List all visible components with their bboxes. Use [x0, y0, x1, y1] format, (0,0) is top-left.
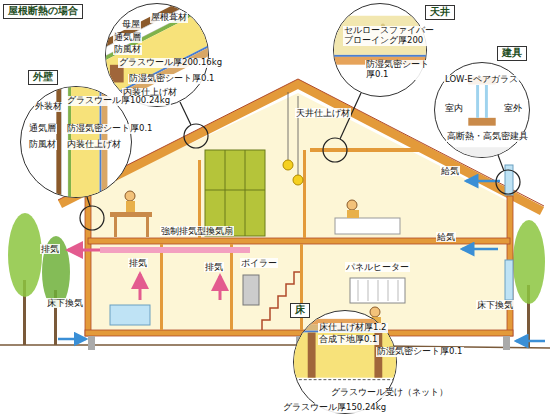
part-label: 通気層 — [28, 124, 57, 134]
ceiling-section-art — [334, 4, 426, 96]
part-label: 防風材 — [113, 45, 142, 55]
callout-label: 給気 — [436, 232, 456, 242]
section-tag: 外壁 — [28, 70, 58, 85]
detail-section — [333, 3, 427, 97]
part-label: 内装仕上げ材 — [66, 140, 122, 150]
airflow-arrows — [58, 181, 545, 341]
part-label: 床仕上げ材厚1.2 — [318, 323, 388, 333]
part-label: 合成下地厚0.1 — [318, 335, 379, 345]
part-label: 室内 — [444, 104, 464, 114]
callout-label: パネルヒーター — [345, 262, 410, 272]
detail-spots — [80, 93, 520, 230]
section-tag: 屋根断熱の場合 — [3, 4, 83, 19]
callout-circle: 屋根断熱の場合母屋屋根葺材通気層防風材グラスウール厚200.16kg防湿気密シー… — [105, 3, 209, 107]
part-label: 通気層 — [113, 33, 142, 43]
part-label: 母屋 — [121, 20, 141, 30]
callout-label: 強制排気型換気扇 — [160, 226, 234, 236]
part-label: グラスウール受け（ネット） — [330, 388, 449, 398]
house-body — [58, 79, 544, 350]
part-label: 屋根葺材 — [150, 13, 188, 23]
callout-circle: 外壁外装材グラスウール厚100.24kg通気層防風材防湿気密シート厚0.1内装仕… — [20, 86, 132, 198]
part-label: グラスウール厚200.16kg — [118, 58, 223, 68]
part-label: LOW-Eペアガラス — [444, 75, 519, 85]
callout-label: 天井仕上げ材 — [295, 108, 351, 118]
part-label: 外装材 — [34, 102, 63, 112]
section-tag: 建具 — [497, 46, 527, 61]
part-label: グラスウール厚150.24kg — [282, 403, 387, 413]
part-label: セルロースファイバー ブローイング厚200 — [343, 26, 435, 46]
part-label: グラスウール厚100.24kg — [66, 96, 171, 106]
callout-label: 床下換気 — [476, 300, 514, 310]
callout-circle: 天井セルロースファイバー ブローイング厚200防湿気密シート 厚0.1 — [333, 3, 427, 97]
part-label: 室外 — [503, 104, 523, 114]
callout-label: ボイラー — [240, 258, 278, 268]
callout-label: 床下換気 — [46, 298, 84, 308]
callout-label: 排気 — [40, 244, 60, 254]
section-tag: 天井 — [425, 5, 455, 20]
callout-label: 排気 — [128, 258, 148, 268]
ground — [0, 345, 550, 348]
part-label: 防湿気密シート厚0.1 — [376, 347, 464, 357]
section-tag: 床 — [290, 303, 310, 318]
part-label: 防湿気密シート 厚0.1 — [365, 60, 430, 80]
part-label: 防湿気密シート厚0.1 — [66, 124, 154, 134]
callout-circle: 建具LOW-Eペアガラス室内室外高断熱・高気密建具 — [434, 62, 530, 158]
part-label: 高断熱・高気密建具 — [446, 132, 529, 142]
callout-label: 排気 — [204, 262, 224, 272]
callout-label: 給気 — [440, 166, 460, 176]
part-label: 防風材 — [28, 140, 57, 150]
part-label: 防湿気密シート厚0.1 — [128, 74, 216, 84]
callout-circle: 床床仕上げ材厚1.2合成下地厚0.1防湿気密シート厚0.1グラスウール受け（ネッ… — [293, 310, 397, 414]
